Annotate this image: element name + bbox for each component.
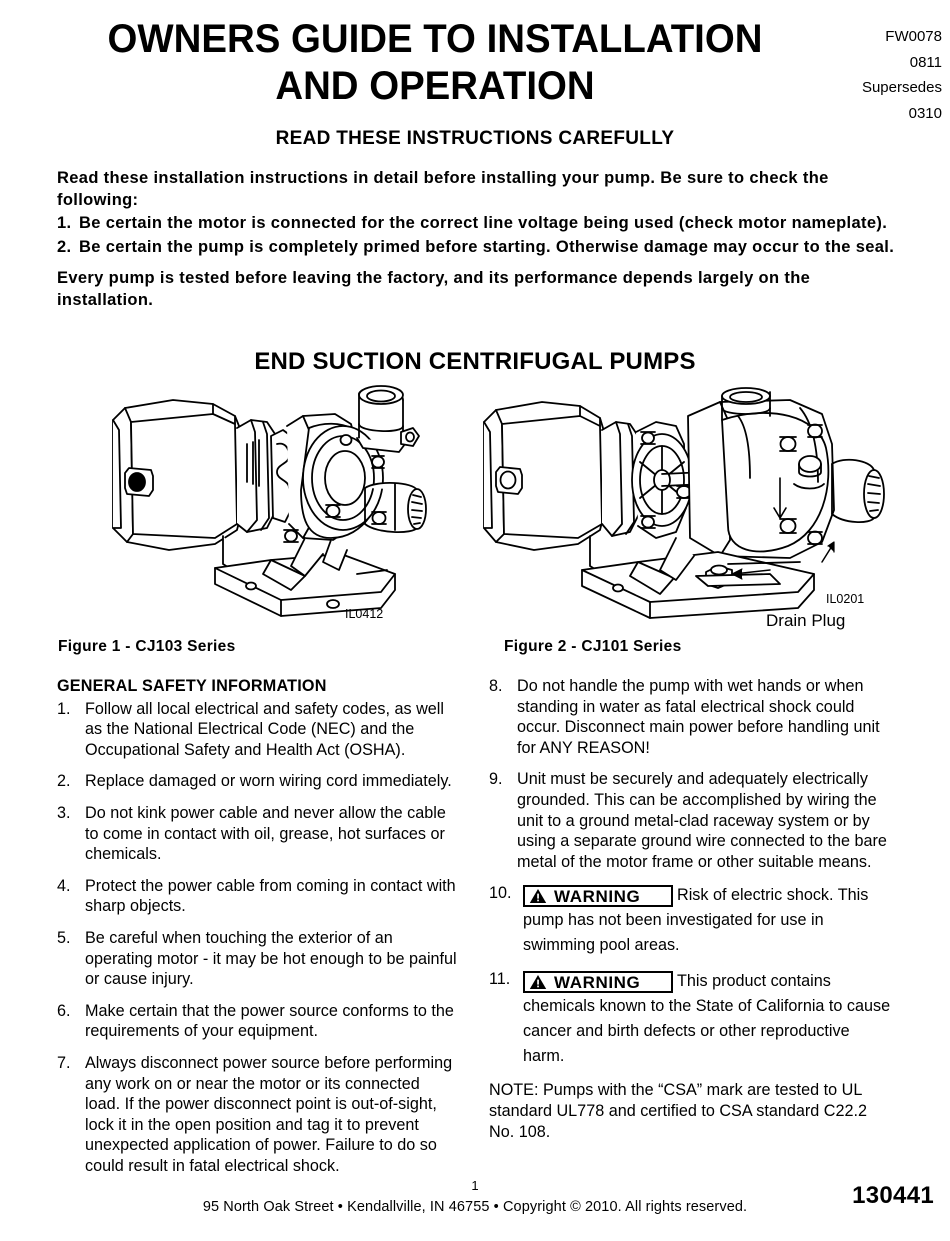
safety-item-number: 7. [57, 1053, 71, 1072]
safety-item-text: Do not kink power cable and never allow … [85, 803, 446, 864]
safety-item: 1. Follow all local electrical and safet… [57, 699, 457, 761]
document-code-block: FW0078 0811 Supersedes 0310 [822, 24, 942, 126]
doc-code-form: FW0078 [885, 28, 942, 45]
safety-item-number: 10. [489, 884, 512, 903]
figure-2-caption: Figure 2 - CJ101 Series [504, 638, 682, 655]
read-instructions-heading: READ THESE INSTRUCTIONS CAREFULLY [275, 128, 675, 149]
figure-2-il-code: IL0201 [826, 592, 865, 606]
safety-item-number: 5. [57, 928, 71, 947]
safety-column-right: 8. Do not handle the pump with wet hands… [489, 676, 894, 1142]
title-line-1: OWNERS GUIDE TO INSTALLATION [107, 17, 763, 61]
warning-badge: WARNING [523, 971, 673, 994]
safety-item: 2. Replace damaged or worn wiring cord i… [57, 771, 457, 792]
safety-item-number: 4. [57, 876, 71, 895]
intro-block: Read these installation instructions in … [57, 168, 897, 313]
safety-item-number: 6. [57, 1001, 71, 1020]
safety-item: 5. Be careful when touching the exterior… [57, 928, 457, 990]
safety-item-number: 11. [489, 970, 511, 989]
safety-warning-text: Risk of electric shock. This pump has no… [523, 886, 869, 955]
safety-item: 4. Protect the power cable from coming i… [57, 876, 457, 917]
general-safety-heading: GENERAL SAFETY INFORMATION [57, 677, 327, 695]
intro-item-text: Be certain the pump is completely primed… [79, 237, 895, 256]
intro-item: 1. Be certain the motor is connected for… [57, 213, 897, 235]
safety-item-number: 9. [489, 770, 503, 789]
safety-item: 3. Do not kink power cable and never all… [57, 803, 457, 865]
safety-item-text: Unit must be securely and adequately ele… [517, 770, 887, 871]
footer-address: 95 North Oak Street • Kendallville, IN 4… [202, 1199, 748, 1215]
safety-column-left: GENERAL SAFETY INFORMATION 1. Follow all… [57, 676, 457, 1187]
safety-item-text: Protect the power cable from coming in c… [85, 876, 456, 916]
safety-item-text: Replace damaged or worn wiring cord imme… [85, 772, 452, 791]
page-number: 1 [471, 1178, 479, 1193]
intro-item-number: 2. [57, 237, 72, 256]
intro-closing: Every pump is tested before leaving the … [57, 269, 811, 309]
safety-item-text: Make certain that the power source confo… [85, 1001, 454, 1041]
doc-code-supersedes-date: 0310 [908, 104, 942, 122]
intro-item-text: Be certain the motor is connected for th… [79, 214, 888, 232]
safety-item: 6. Make certain that the power source co… [57, 1001, 457, 1042]
safety-item: 9. Unit must be securely and adequately … [489, 769, 894, 872]
figure-1-caption: Figure 1 - CJ103 Series [58, 638, 236, 655]
safety-item: 7. Always disconnect power source before… [57, 1053, 457, 1177]
warning-badge: WARNING [523, 885, 673, 908]
figure-2-drain-plug-label: Drain Plug [766, 611, 846, 630]
warning-badge-label: WARNING [554, 886, 641, 906]
intro-lead: Read these installation instructions in … [57, 169, 829, 209]
safety-item-text: Do not handle the pump with wet hands or… [517, 677, 880, 757]
figure-2-pump-illustration [470, 386, 890, 621]
intro-item-number: 1. [57, 214, 72, 232]
figure-1-il-code: IL0412 [345, 607, 384, 621]
safety-item-number: 1. [57, 699, 71, 718]
warning-triangle-icon [529, 974, 547, 990]
warning-triangle-icon [529, 888, 547, 904]
intro-item: 2. Be certain the pump is completely pri… [57, 237, 897, 259]
doc-code-supersedes-label: Supersedes [861, 79, 942, 96]
figure-1-pump-illustration [95, 378, 435, 623]
safety-item-number: 2. [57, 772, 71, 791]
safety-item-number: 8. [489, 677, 503, 695]
safety-warning-text: This product contains chemicals known to… [523, 972, 891, 1066]
safety-item-number: 3. [57, 803, 71, 822]
part-number: 130441 [852, 1182, 934, 1209]
doc-code-date: 0811 [909, 53, 942, 71]
safety-item-text: Be careful when touching the exterior of… [85, 928, 457, 989]
safety-item: 8. Do not handle the pump with wet hands… [489, 676, 894, 758]
warning-badge-label: WARNING [554, 972, 641, 992]
csa-note: NOTE: Pumps with the “CSA” mark are test… [489, 1081, 867, 1141]
title-line-2: AND OPERATION [275, 64, 595, 108]
spacer [57, 260, 897, 268]
document-title: OWNERS GUIDE TO INSTALLATION AND OPERATI… [55, 16, 815, 110]
safety-item-text: Always disconnect power source before pe… [85, 1053, 453, 1175]
safety-item-text: Follow all local electrical and safety c… [85, 699, 444, 759]
section-heading: END SUCTION CENTRIFUGAL PUMPS [254, 348, 696, 375]
